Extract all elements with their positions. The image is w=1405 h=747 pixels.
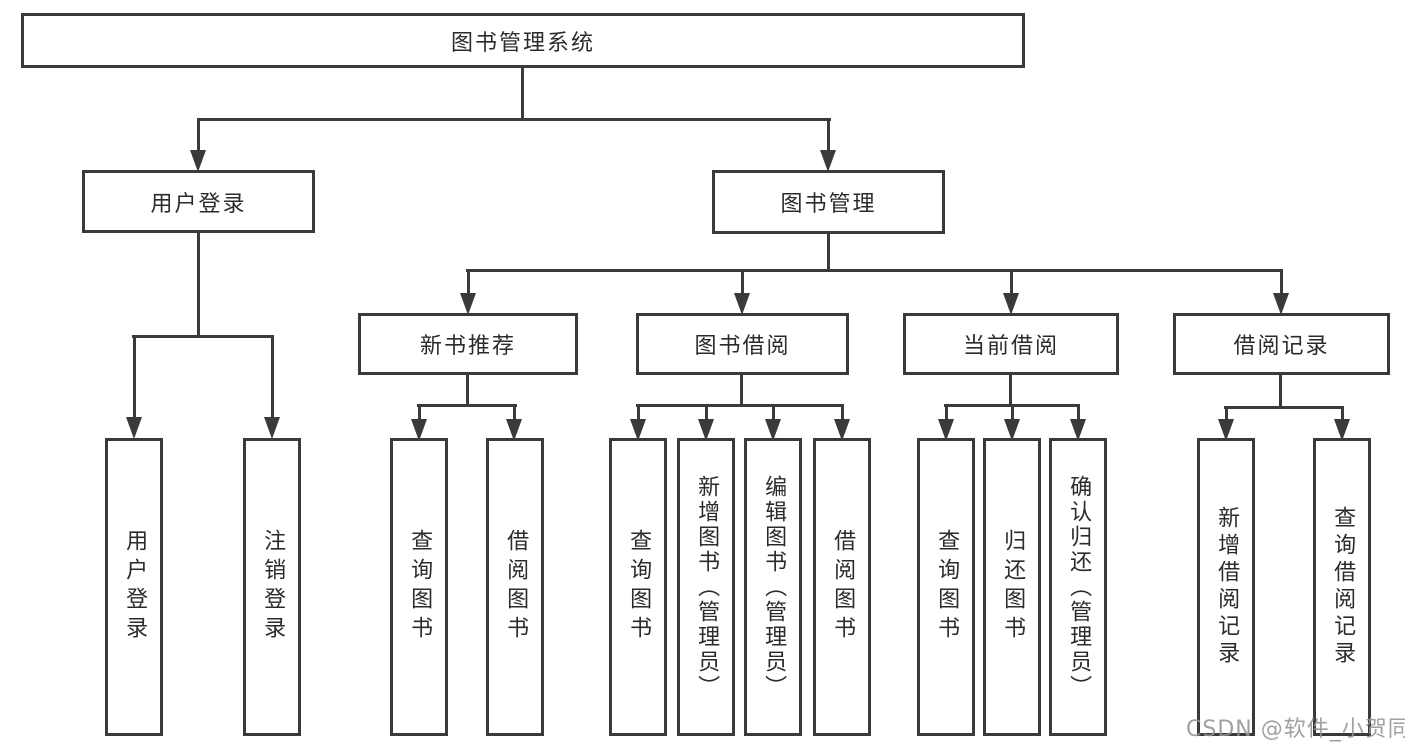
- arrow-down-icon: [820, 118, 836, 172]
- arrow-down-icon: [264, 335, 280, 439]
- leaf-borrow-book: 借阅图书: [813, 438, 871, 736]
- leaf-borrow-edit-admin: 编辑图书（管理员）: [744, 438, 802, 736]
- leaf-records-add: 新增借阅记录: [1197, 438, 1255, 736]
- leaf-current-confirm-admin-label: 确认归还（管理员）: [1066, 474, 1092, 700]
- connector-level2-rail: [197, 118, 831, 121]
- connector-book-borrow-rail: [636, 404, 844, 407]
- arrow-down-icon: [411, 404, 427, 441]
- connector-user-login-stem: [197, 233, 200, 338]
- leaf-newbook-query: 查询图书: [390, 438, 448, 736]
- leaf-borrow-add-admin: 新增图书（管理员）: [677, 438, 735, 736]
- arrow-down-icon: [190, 118, 206, 172]
- node-new-book-recommend-label: 新书推荐: [419, 334, 516, 359]
- arrow-down-icon: [460, 269, 476, 315]
- arrow-down-icon: [1218, 406, 1234, 441]
- node-root: 图书管理系统: [21, 13, 1025, 68]
- connector-current-borrow-stem: [1009, 375, 1012, 407]
- arrow-down-icon: [506, 404, 522, 441]
- leaf-newbook-borrow-label: 借阅图书: [503, 529, 529, 645]
- connector-new-book-rail: [417, 404, 517, 407]
- leaf-borrow-query-label: 查询图书: [626, 529, 652, 645]
- leaf-current-query-label: 查询图书: [934, 529, 960, 645]
- leaf-records-query-label: 查询借阅记录: [1330, 506, 1356, 668]
- connector-new-book-stem: [466, 375, 469, 407]
- leaf-user-login: 用户登录: [105, 438, 163, 736]
- leaf-user-login-label: 用户登录: [122, 529, 148, 645]
- arrow-down-icon: [1070, 404, 1086, 441]
- leaf-current-return-label: 归还图书: [1000, 529, 1026, 645]
- node-current-borrow-label: 当前借阅: [962, 334, 1059, 359]
- arrow-down-icon: [834, 404, 850, 441]
- leaf-current-return: 归还图书: [983, 438, 1041, 736]
- arrow-down-icon: [630, 404, 646, 441]
- leaf-records-query: 查询借阅记录: [1313, 438, 1371, 736]
- csdn-watermark: CSDN @软件_小贺同学: [1186, 717, 1405, 742]
- leaf-borrow-query: 查询图书: [609, 438, 667, 736]
- node-borrow-records-label: 借阅记录: [1233, 334, 1330, 359]
- leaf-borrow-add-admin-label: 新增图书（管理员）: [694, 474, 720, 700]
- connector-level3-rail: [466, 269, 1283, 272]
- connector-user-login-rail: [132, 335, 274, 338]
- node-borrow-records: 借阅记录: [1173, 313, 1390, 375]
- leaf-newbook-borrow: 借阅图书: [486, 438, 544, 736]
- connector-borrow-records-rail: [1224, 406, 1344, 409]
- arrow-down-icon: [1273, 269, 1289, 315]
- node-root-label: 图书管理系统: [450, 30, 595, 56]
- leaf-logout-label: 注销登录: [260, 529, 286, 645]
- arrow-down-icon: [698, 404, 714, 441]
- leaf-records-add-label: 新增借阅记录: [1214, 506, 1240, 668]
- node-book-management-label: 图书管理: [780, 192, 877, 217]
- arrow-down-icon: [765, 404, 781, 441]
- connector-root-stem: [521, 68, 524, 119]
- leaf-logout: 注销登录: [243, 438, 301, 736]
- node-current-borrow: 当前借阅: [903, 313, 1119, 375]
- arrow-down-icon: [1004, 404, 1020, 441]
- connector-borrow-records-stem: [1279, 375, 1282, 409]
- node-new-book-recommend: 新书推荐: [358, 313, 578, 375]
- connector-book-management-stem: [827, 234, 830, 272]
- leaf-newbook-query-label: 查询图书: [407, 529, 433, 645]
- leaf-borrow-book-label: 借阅图书: [830, 529, 856, 645]
- connector-book-borrow-stem: [740, 375, 743, 407]
- arrow-down-icon: [938, 404, 954, 441]
- arrow-down-icon: [1334, 406, 1350, 441]
- node-book-borrow: 图书借阅: [636, 313, 849, 375]
- arrow-down-icon: [734, 269, 750, 315]
- arrow-down-icon: [126, 335, 142, 439]
- node-user-login: 用户登录: [82, 170, 315, 233]
- leaf-borrow-edit-admin-label: 编辑图书（管理员）: [761, 474, 787, 700]
- node-user-login-label: 用户登录: [150, 191, 247, 217]
- arrow-down-icon: [1003, 269, 1019, 315]
- node-book-management: 图书管理: [712, 170, 945, 234]
- leaf-current-query: 查询图书: [917, 438, 975, 736]
- node-book-borrow-label: 图书借阅: [694, 334, 791, 359]
- leaf-current-confirm-admin: 确认归还（管理员）: [1049, 438, 1107, 736]
